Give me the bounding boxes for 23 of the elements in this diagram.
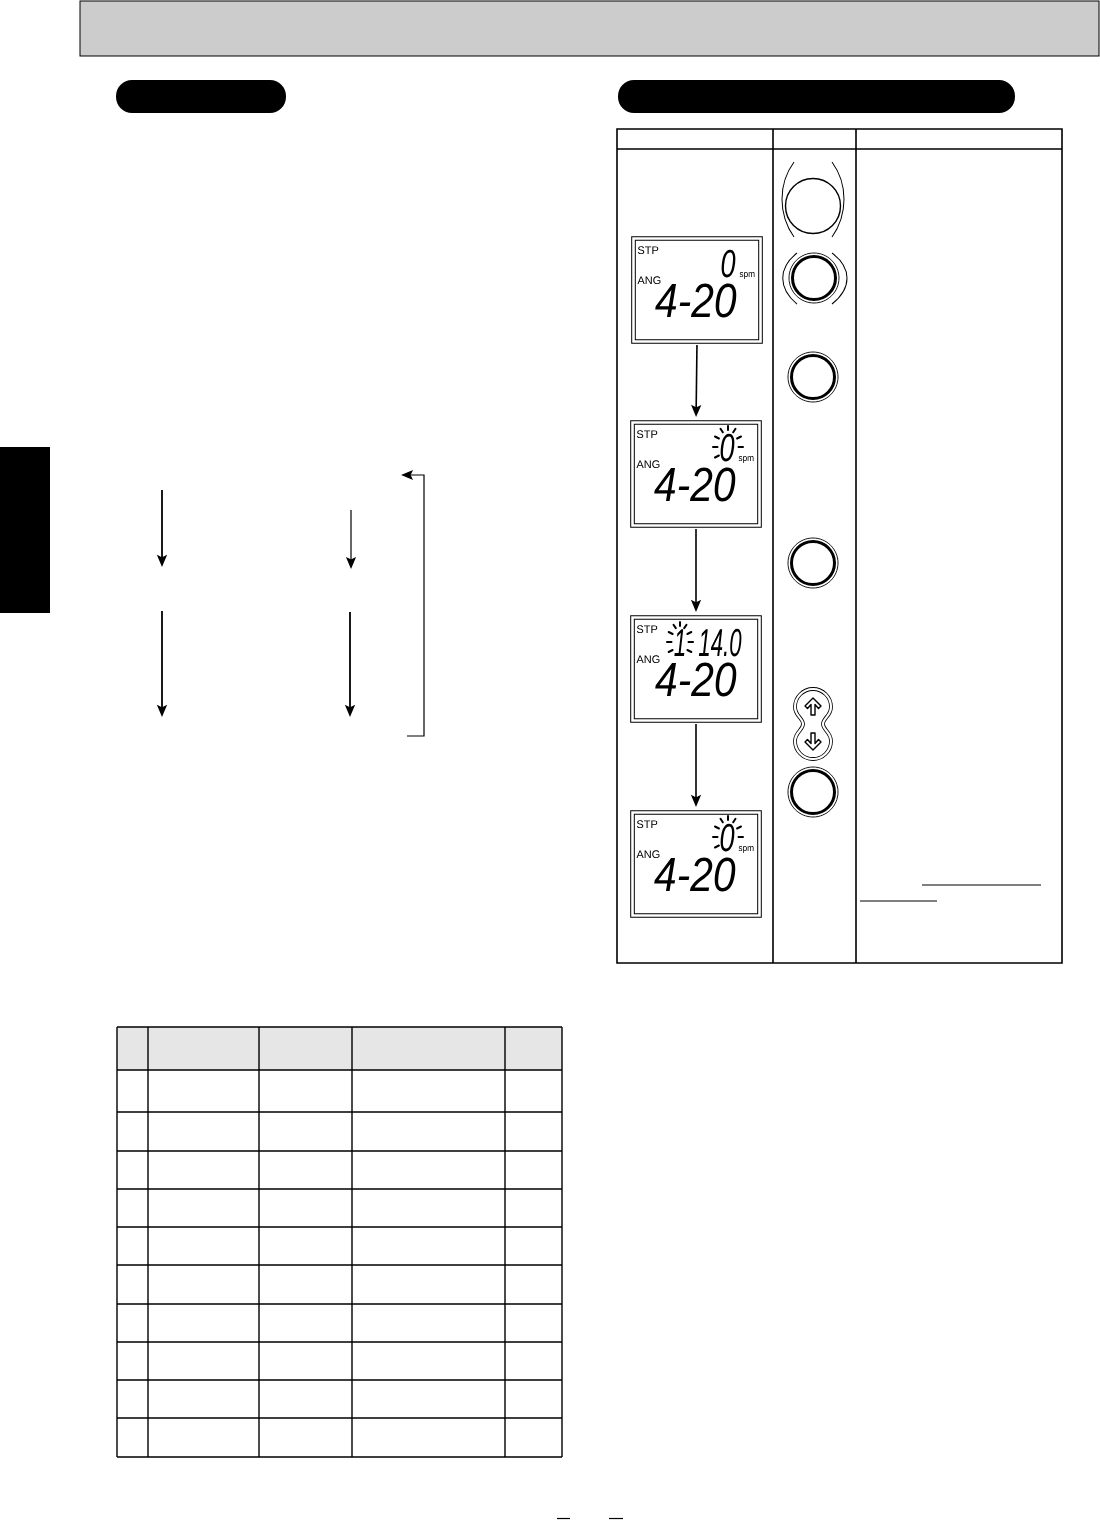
- display-label: STP: [636, 430, 658, 439]
- display-label: spm: [738, 846, 754, 853]
- side-tab: [0, 447, 50, 613]
- heading-bar: [618, 80, 1015, 113]
- display-digits: 0: [720, 823, 735, 852]
- display-label: ANG: [636, 850, 660, 859]
- display-label: ANG: [636, 655, 660, 664]
- display-digits: 4-20: [654, 467, 736, 502]
- heading-bar: [116, 80, 286, 113]
- display-digits: 1: [674, 629, 685, 656]
- display-digits: 4-20: [655, 662, 737, 697]
- display-digits: 4-20: [654, 857, 736, 892]
- display-digits: 4-20: [655, 283, 737, 318]
- display-label: ANG: [637, 276, 661, 285]
- display-label: STP: [636, 625, 658, 634]
- display-label: spm: [739, 272, 755, 279]
- display-label: STP: [636, 820, 658, 829]
- display-label: STP: [637, 246, 659, 255]
- display-digits: 14.0: [698, 628, 742, 657]
- display-label: ANG: [636, 460, 660, 469]
- display-digits: 0: [721, 249, 736, 278]
- display-digits: 0: [720, 433, 735, 462]
- display-label: spm: [738, 456, 754, 463]
